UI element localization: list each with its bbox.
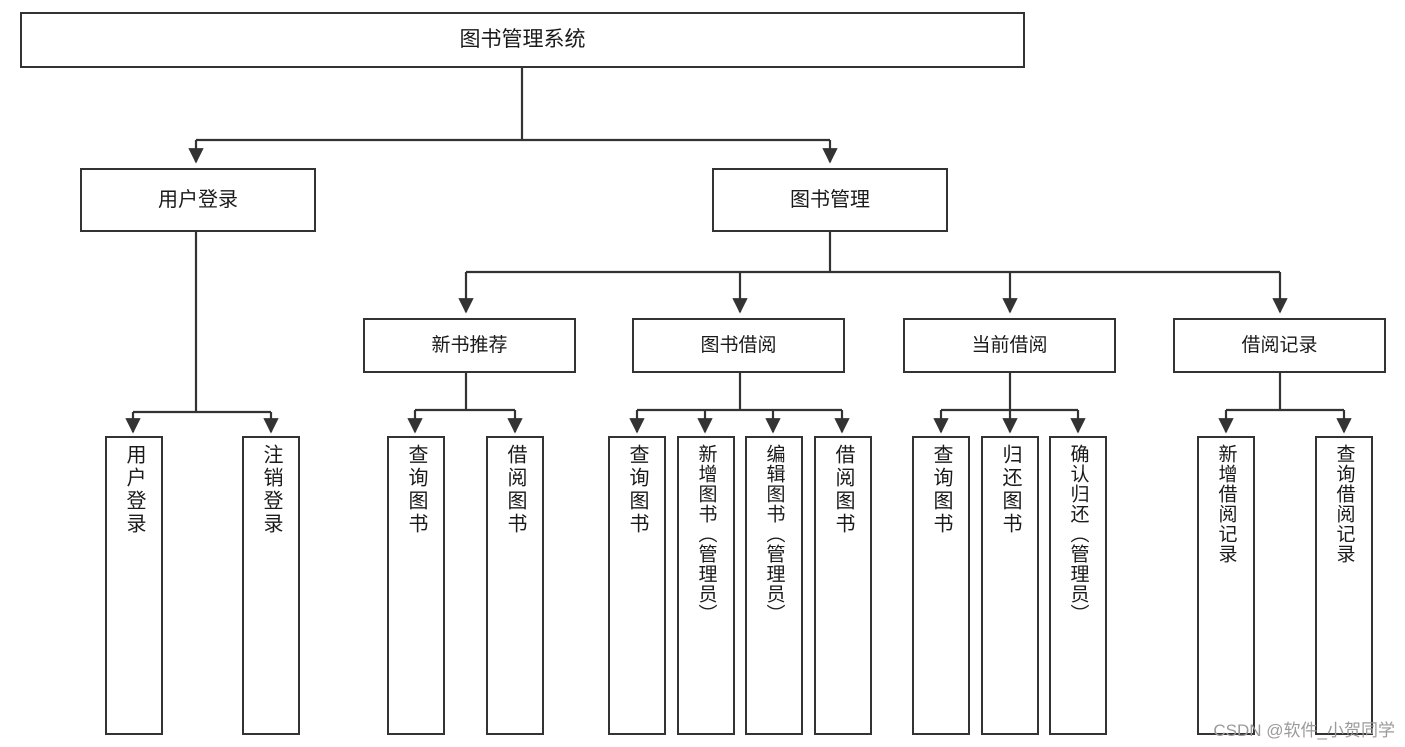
leaf-user-login[interactable]: 用户登录 (105, 436, 163, 735)
leaf-query-book-current[interactable]: 查询图书 (912, 436, 970, 735)
node-book-manage-label: 图书管理 (790, 188, 870, 211)
node-borrow-record-label: 借阅记录 (1241, 334, 1318, 356)
leaf-borrow-book-borrow-label: 借阅图书 (832, 444, 854, 536)
leaf-borrow-book-recommend-label: 借阅图书 (504, 444, 526, 536)
node-current-borrow-label: 当前借阅 (971, 334, 1048, 356)
node-new-book-recommend-label: 新书推荐 (431, 334, 508, 356)
node-user-login[interactable]: 用户登录 (80, 168, 316, 232)
leaf-logout-label: 注销登录 (260, 444, 282, 536)
leaf-add-book-admin-label: 新增图书（管理员） (695, 444, 717, 624)
leaf-edit-book-admin[interactable]: 编辑图书（管理员） (745, 436, 803, 735)
node-new-book-recommend[interactable]: 新书推荐 (363, 318, 576, 373)
leaf-borrow-book-recommend[interactable]: 借阅图书 (486, 436, 544, 735)
node-book-borrow-label: 图书借阅 (700, 334, 777, 356)
leaf-query-book-current-label: 查询图书 (930, 444, 952, 536)
leaf-add-borrow-record[interactable]: 新增借阅记录 (1197, 436, 1255, 735)
leaf-query-borrow-record-label: 查询借阅记录 (1333, 444, 1355, 564)
leaf-confirm-return-admin[interactable]: 确认归还（管理员） (1049, 436, 1107, 735)
node-book-borrow[interactable]: 图书借阅 (632, 318, 845, 373)
node-user-login-label: 用户登录 (158, 188, 238, 211)
leaf-query-book-borrow[interactable]: 查询图书 (608, 436, 666, 735)
node-borrow-record[interactable]: 借阅记录 (1173, 318, 1386, 373)
leaf-add-borrow-record-label: 新增借阅记录 (1215, 444, 1237, 564)
leaf-query-book-recommend[interactable]: 查询图书 (387, 436, 445, 735)
node-root-label: 图书管理系统 (459, 27, 586, 51)
leaf-confirm-return-admin-label: 确认归还（管理员） (1067, 444, 1089, 624)
leaf-edit-book-admin-label: 编辑图书（管理员） (763, 444, 785, 624)
node-root[interactable]: 图书管理系统 (20, 12, 1025, 68)
leaf-logout[interactable]: 注销登录 (242, 436, 300, 735)
leaf-return-book-label: 归还图书 (999, 444, 1021, 536)
watermark: CSDN @软件_小贺同学 (1213, 721, 1395, 740)
leaf-borrow-book-borrow[interactable]: 借阅图书 (814, 436, 872, 735)
leaf-return-book[interactable]: 归还图书 (981, 436, 1039, 735)
node-current-borrow[interactable]: 当前借阅 (903, 318, 1116, 373)
leaf-query-borrow-record[interactable]: 查询借阅记录 (1315, 436, 1373, 735)
leaf-user-login-label: 用户登录 (123, 444, 145, 536)
leaf-add-book-admin[interactable]: 新增图书（管理员） (677, 436, 735, 735)
leaf-query-book-borrow-label: 查询图书 (626, 444, 648, 536)
leaf-query-book-recommend-label: 查询图书 (405, 444, 427, 536)
node-book-manage[interactable]: 图书管理 (712, 168, 948, 232)
